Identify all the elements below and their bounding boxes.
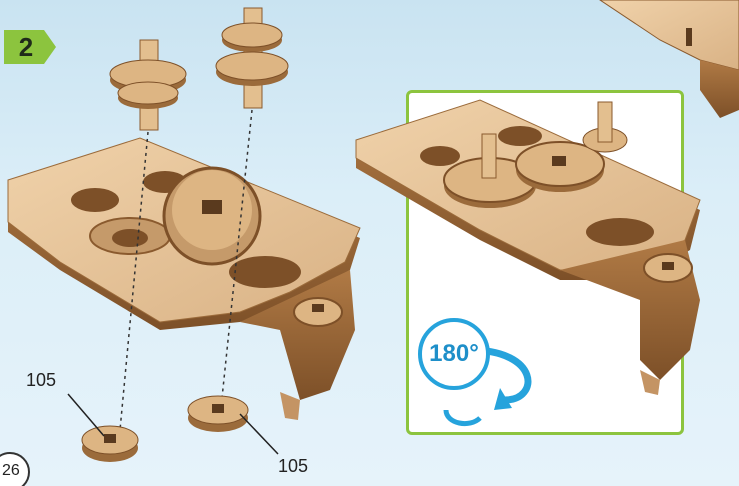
assembled-plate-rotated	[356, 100, 700, 395]
rotation-swoosh	[446, 410, 480, 424]
rotation-badge: 180°	[418, 318, 490, 390]
rotation-label: 180°	[422, 322, 486, 386]
